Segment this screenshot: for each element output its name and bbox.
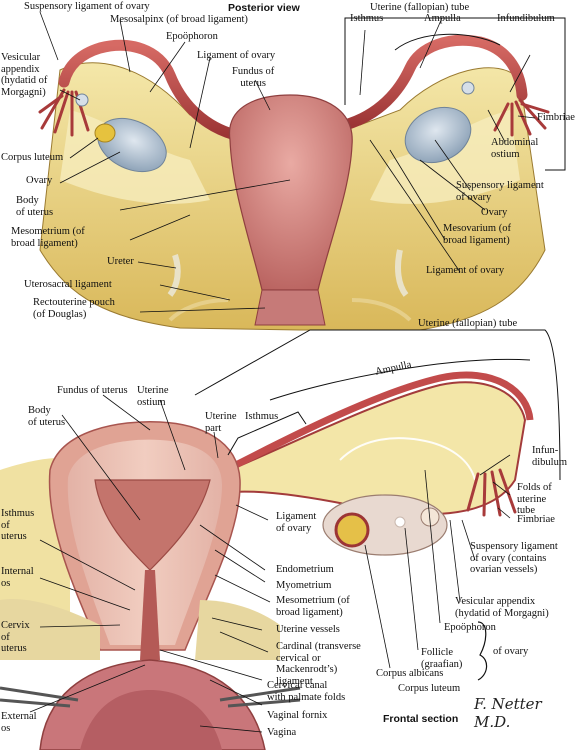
label-ligament-of-ovary-bottom: Ligament of ovary bbox=[276, 511, 317, 534]
ampulla-bracket-top bbox=[394, 33, 501, 51]
label-infundibulum-top: Infundibulum bbox=[497, 13, 555, 24]
label-infundibulum-bottom: Infun- dibulum bbox=[532, 445, 568, 468]
of-ovary-brace bbox=[477, 621, 488, 681]
tube-inner-folds bbox=[339, 437, 476, 481]
label-epoophoron-bottom: Epoöphoron bbox=[444, 622, 496, 633]
label-fimbriae-top: Fimbriae bbox=[537, 112, 575, 123]
label-mesovarium: Mesovarium (of broad ligament) bbox=[443, 223, 511, 246]
label-corpus-luteum-bottom: Corpus luteum bbox=[398, 683, 461, 694]
label-rectouterine: Rectouterine pouch (of Douglas) bbox=[33, 297, 115, 320]
label-body-bottom: Body of uterus bbox=[28, 405, 66, 428]
ureter-left-shape bbox=[167, 254, 181, 297]
label-external-os: External os bbox=[1, 711, 37, 734]
cardinal-left-shape bbox=[0, 599, 100, 660]
label-vagina: Vagina bbox=[267, 727, 297, 738]
label-ovary-left: Ovary bbox=[26, 175, 53, 186]
right-tube-shape bbox=[339, 34, 528, 131]
label-vaginal-fornix: Vaginal fornix bbox=[267, 710, 328, 721]
left-tube-shape bbox=[58, 39, 241, 141]
frontal-section-group bbox=[0, 371, 534, 750]
label-suspensory-ligament-right: Suspensory ligament of ovary bbox=[456, 180, 544, 203]
label-myometrium: Myometrium bbox=[276, 580, 332, 591]
frontal-section-title: Frontal section bbox=[383, 713, 459, 725]
label-suspensory-ligament-top: Suspensory ligament of ovary bbox=[24, 1, 150, 12]
label-uterine-ostium: Uterine ostium bbox=[137, 385, 169, 408]
label-cardinal: Cardinal (transverse cervical or Mackenr… bbox=[276, 641, 361, 687]
posterior-view-title: Posterior view bbox=[228, 2, 300, 14]
ampulla-shape bbox=[228, 381, 527, 516]
fimbriae-right-shape bbox=[493, 98, 550, 137]
vesicular-appendix-left-shape bbox=[75, 93, 89, 107]
label-ovary-right: Ovary bbox=[481, 207, 508, 218]
label-isthmus-of-uterus: Isthmus of uterus bbox=[1, 508, 35, 542]
leader-lines bbox=[29, 11, 536, 733]
label-ligament-of-ovary-right: Ligament of ovary bbox=[426, 265, 505, 276]
label-isthmus-top: Isthmus bbox=[350, 13, 384, 24]
label-folds: Folds of uterine tube bbox=[517, 482, 552, 516]
label-abdominal-ostium: Abdominal ostium bbox=[491, 137, 539, 160]
label-uterine-tube-bottom: Uterine (fallopian) tube bbox=[418, 318, 518, 329]
fimbriae-left-shape bbox=[38, 88, 90, 137]
label-follicle: Follicle (graafian) bbox=[421, 647, 463, 670]
label-vesicular-appendix-top: Vesicular appendix (hydatid of Morgagni) bbox=[1, 52, 48, 98]
label-epoophoron-top: Epoöphoron bbox=[166, 31, 218, 42]
instrument-right-shape bbox=[219, 686, 301, 708]
label-uterine-part: Uterine part bbox=[205, 411, 237, 434]
uterine-tube-bracket-bottom bbox=[194, 329, 561, 481]
isthmus-bracket-bottom bbox=[227, 411, 307, 456]
label-endometrium: Endometrium bbox=[276, 564, 334, 575]
label-ligament-of-ovary-top: Ligament of ovary bbox=[197, 50, 276, 61]
label-suspensory-bottom: Suspensory ligament of ovary (contains o… bbox=[470, 541, 558, 575]
corpus-luteum-shape bbox=[94, 123, 116, 143]
label-of-ovary: of ovary bbox=[493, 646, 529, 657]
label-vesicular-appendix-bottom: Vesicular appendix (hydatid of Morgagni) bbox=[455, 596, 549, 619]
uterine-cavity-shape bbox=[94, 479, 211, 571]
label-corpus-albicans: Corpus albicans bbox=[376, 668, 444, 679]
label-corpus-luteum-top: Corpus luteum bbox=[1, 152, 64, 163]
tube-wall-shape bbox=[228, 371, 534, 472]
uterus-shape bbox=[228, 94, 353, 291]
label-fundus-bottom: Fundus of uterus bbox=[57, 385, 128, 396]
label-uterosacral: Uterosacral ligament bbox=[24, 279, 112, 290]
corpus-luteum-bottom-shape bbox=[334, 512, 370, 548]
label-fundus-top: Fundus of uterus bbox=[232, 66, 275, 89]
fimbriae-bottom-shape bbox=[466, 468, 517, 517]
corpus-albicans-shape bbox=[394, 516, 406, 528]
label-cervix: Cervix of uterus bbox=[1, 620, 30, 654]
cardinal-right-shape bbox=[195, 600, 280, 660]
posterior-view-group bbox=[38, 34, 550, 331]
label-ureter: Ureter bbox=[107, 256, 134, 267]
label-ampulla-top: Ampulla bbox=[424, 13, 461, 24]
label-mesometrium-bottom: Mesometrium (of broad ligament) bbox=[276, 595, 350, 618]
label-mesometrium-top: Mesometrium (of broad ligament) bbox=[11, 226, 85, 249]
uterine-tube-bracket-top bbox=[344, 17, 566, 171]
label-internal-os: Internal os bbox=[1, 566, 34, 589]
uterosacral-shape bbox=[168, 298, 412, 322]
label-uterine-vessels: Uterine vessels bbox=[276, 624, 340, 635]
vagina-inner bbox=[80, 690, 222, 750]
ureter-right-shape bbox=[395, 249, 409, 297]
label-fimbriae-bottom: Fimbriae bbox=[517, 514, 555, 525]
label-isthmus-bottom: Isthmus bbox=[245, 411, 279, 422]
ampulla-bracket-bottom bbox=[269, 358, 531, 401]
vesicular-appendix-right-shape bbox=[461, 81, 475, 95]
label-cervical-canal: Cervical canal with palmate folds bbox=[267, 680, 346, 703]
right-ovary-shape bbox=[404, 106, 472, 164]
cervical-canal-shape bbox=[140, 570, 160, 660]
cervix-stump-shape bbox=[254, 289, 326, 326]
label-mesosalpinx: Mesosalpinx (of broad ligament) bbox=[110, 14, 248, 25]
artist-signature: F. Netter M.D. bbox=[474, 695, 542, 731]
label-uterine-tube-top: Uterine (fallopian) tube bbox=[370, 2, 470, 13]
label-body-of-uterus-top: Body of uterus bbox=[16, 195, 54, 218]
